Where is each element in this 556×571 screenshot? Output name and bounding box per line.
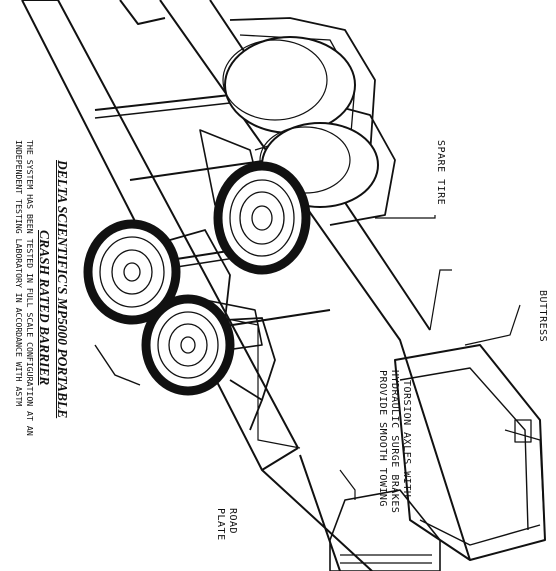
road-wheel-right [141,294,235,396]
title-line-1: DELTA SCIENTIFIC'S MP5000 PORTABLE [55,160,70,419]
label-road-line-1: ROAD [227,508,238,535]
label-spare-tire: SPARE TIRE [435,140,446,206]
spare-tire [213,161,311,275]
body-line-2: INDEPENDENT TESTING LABORATORY IN ACCORD… [14,140,24,407]
label-road-line-2: PLATE [215,508,226,541]
body-line-1: THE SYSTEM HAS BEEN TESTED IN FULL SCALE… [25,140,35,436]
label-torsion-line-1: TORSION AXLES WITH [401,380,412,498]
title-line-2: CRASH RATED BARRIER [37,230,52,386]
label-torsion-line-2: HYDRAULIC SURGE BRAKES [389,370,400,514]
label-torsion-line-3: PROVIDE SMOOTH TOWING [377,370,388,507]
road-wheel-left [83,219,181,325]
label-buttress: BUTTRESS [537,290,548,343]
road-plate [329,489,441,571]
